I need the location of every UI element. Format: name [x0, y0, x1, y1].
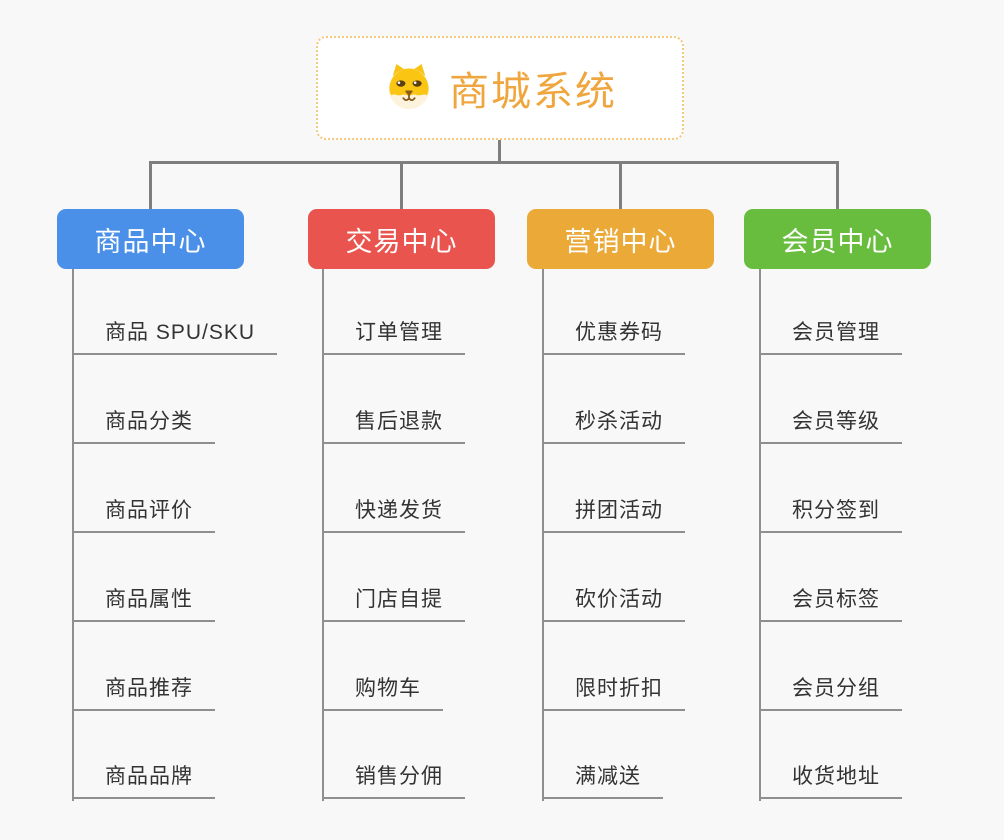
connector-drop-trade-center — [400, 161, 403, 209]
root-title: 商城系统 — [449, 70, 617, 114]
leaf-node[interactable]: 门店自提 — [322, 586, 465, 622]
leaf-node[interactable]: 快递发货 — [322, 497, 465, 533]
leaf-node[interactable]: 会员分组 — [759, 675, 902, 711]
leaf-node[interactable]: 商品 SPU/SKU — [72, 319, 278, 355]
branch-node-member-center[interactable]: 会员中心 — [744, 209, 931, 269]
branch-node-trade-center[interactable]: 交易中心 — [308, 209, 495, 269]
branch-trunk-trade-center — [322, 269, 324, 801]
connector-drop-member-center — [836, 161, 839, 209]
leaf-node[interactable]: 商品属性 — [72, 586, 215, 622]
leaf-node[interactable]: 销售分佣 — [322, 763, 465, 799]
leaf-node[interactable]: 满减送 — [542, 763, 663, 799]
dog-face-icon — [388, 64, 430, 110]
leaf-node[interactable]: 积分签到 — [759, 497, 902, 533]
branch-node-marketing-center[interactable]: 营销中心 — [527, 209, 714, 269]
leaf-node[interactable]: 会员等级 — [759, 408, 902, 444]
leaf-node[interactable]: 购物车 — [322, 675, 443, 711]
branch-trunk-product-center — [72, 269, 74, 801]
branch-node-product-center[interactable]: 商品中心 — [57, 209, 244, 269]
leaf-node[interactable]: 售后退款 — [322, 408, 465, 444]
leaf-node[interactable]: 商品品牌 — [72, 763, 215, 799]
leaf-node[interactable]: 优惠券码 — [542, 319, 685, 355]
leaf-node[interactable]: 秒杀活动 — [542, 408, 685, 444]
leaf-node[interactable]: 商品推荐 — [72, 675, 215, 711]
root-node[interactable]: 商城系统 — [316, 36, 684, 140]
connector-drop-marketing-center — [619, 161, 622, 209]
leaf-node[interactable]: 商品评价 — [72, 497, 215, 533]
leaf-node[interactable]: 收货地址 — [759, 763, 902, 799]
leaf-node[interactable]: 会员标签 — [759, 586, 902, 622]
connector-root-stub — [498, 140, 501, 164]
connector-bus — [149, 161, 839, 164]
branch-trunk-member-center — [759, 269, 761, 801]
leaf-node[interactable]: 会员管理 — [759, 319, 902, 355]
leaf-node[interactable]: 订单管理 — [322, 319, 465, 355]
leaf-node[interactable]: 拼团活动 — [542, 497, 685, 533]
leaf-node[interactable]: 限时折扣 — [542, 675, 685, 711]
leaf-node[interactable]: 商品分类 — [72, 408, 215, 444]
branch-trunk-marketing-center — [542, 269, 544, 801]
leaf-node[interactable]: 砍价活动 — [542, 586, 685, 622]
connector-drop-product-center — [149, 161, 152, 209]
